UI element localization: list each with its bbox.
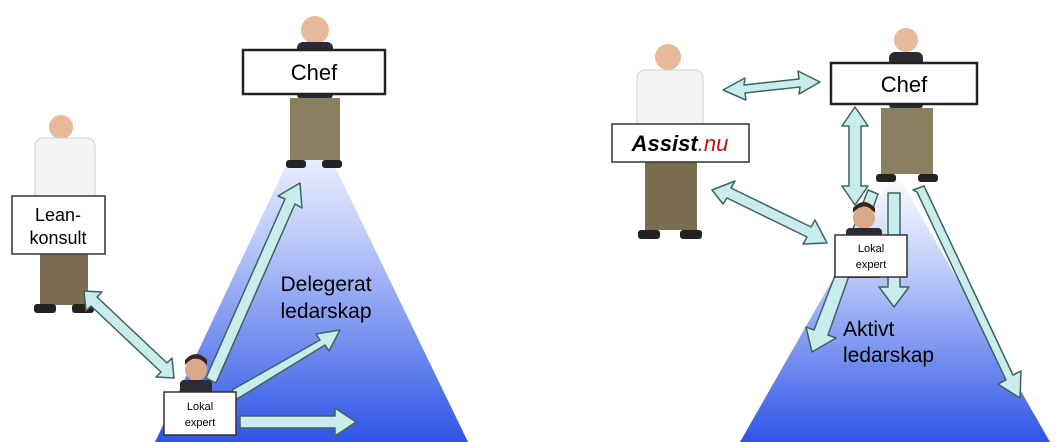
arrow-expert-diagonal bbox=[231, 329, 341, 400]
arrow-chef-expert-vertical bbox=[841, 106, 869, 206]
lean-consultant-label-line2: konsult bbox=[29, 228, 86, 248]
arrow-expert-to-chef bbox=[205, 182, 303, 384]
left-expert-label-line1: Lokal bbox=[187, 401, 213, 413]
lean-consultant-sign: Lean- konsult bbox=[11, 195, 106, 255]
arrow-expert-horizontal bbox=[239, 407, 357, 437]
arrow-consultant-expert bbox=[83, 290, 175, 379]
arrow-assist-expert bbox=[711, 180, 828, 245]
right-caption-line1: Aktivt bbox=[843, 318, 895, 341]
right-chef-sign: Chef bbox=[829, 61, 979, 106]
assist-logo-text: Assist.nu bbox=[631, 131, 729, 156]
left-chef-sign: Chef bbox=[241, 48, 387, 96]
left-caption-line1: Delegerat bbox=[280, 273, 371, 296]
arrow-chef-down-right bbox=[912, 185, 1022, 399]
left-expert-sign: Lokal expert bbox=[163, 391, 237, 436]
left-panel: Chef Lean- konsult bbox=[11, 16, 468, 442]
right-expert-label-line2: expert bbox=[856, 259, 887, 271]
right-caption-line2: ledarskap bbox=[843, 344, 934, 367]
left-chef-label: Chef bbox=[291, 60, 338, 85]
lean-consultant-label-line1: Lean- bbox=[35, 205, 81, 225]
right-expert-label-line1: Lokal bbox=[858, 243, 884, 255]
left-expert-label-line2: expert bbox=[185, 417, 216, 429]
left-caption-line2: ledarskap bbox=[280, 300, 371, 323]
right-panel: Chef Assist.nu bbox=[611, 28, 1050, 442]
assist-sign: Assist.nu bbox=[611, 123, 750, 163]
right-expert-sign: Lokal expert bbox=[834, 234, 908, 278]
arrow-assist-chef bbox=[722, 70, 821, 101]
left-hierarchy-pyramid bbox=[155, 115, 468, 442]
right-chef-label: Chef bbox=[881, 72, 928, 97]
